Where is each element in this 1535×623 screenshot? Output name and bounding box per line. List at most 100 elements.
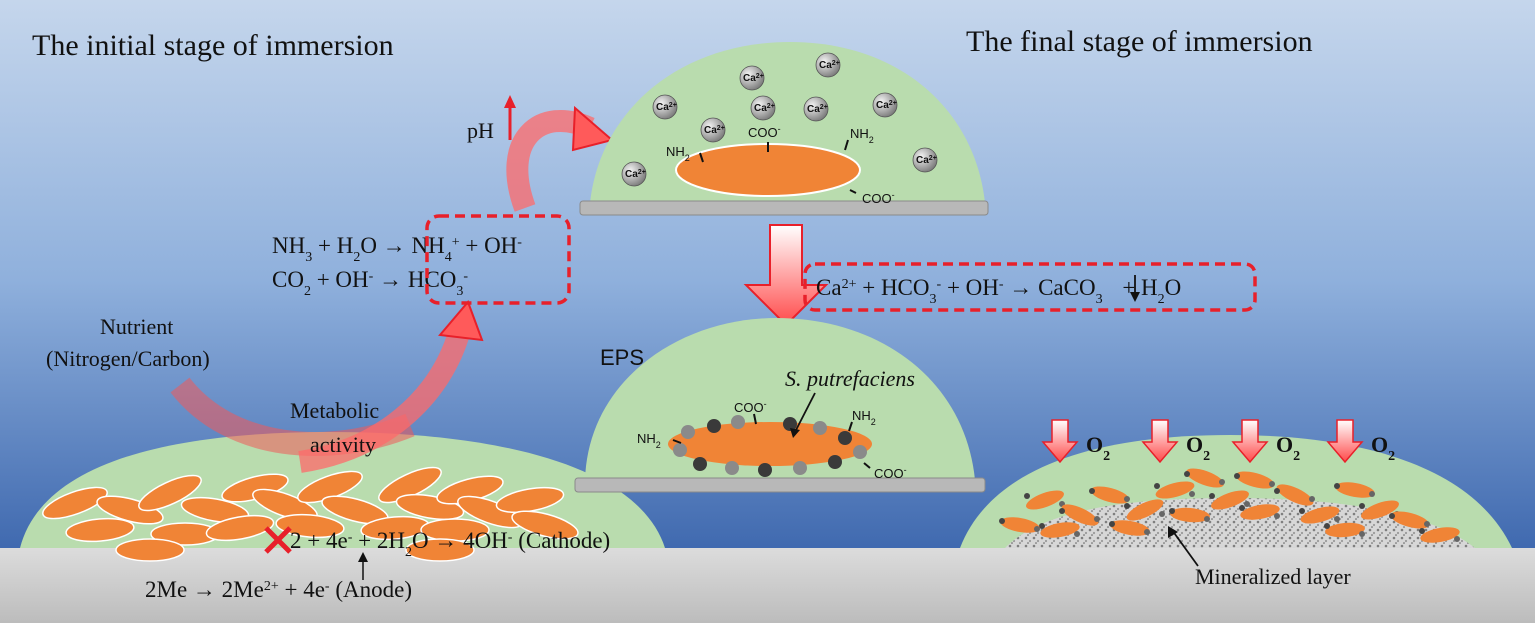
calcite-bead — [673, 443, 687, 457]
calcite-bead — [828, 455, 842, 469]
calcium-ion: Ca2+ — [803, 96, 829, 122]
precipitation-dashed-box — [803, 262, 1257, 312]
metal-substrate — [0, 548, 1535, 623]
title-final-stage: The final stage of immersion — [966, 25, 1313, 58]
oxygen-down-arrow-icon — [1326, 419, 1364, 464]
top-substrate — [579, 200, 989, 216]
carbonate-equation: CO2 + OH- → HCO3- — [272, 267, 468, 299]
bacterium-cell — [1300, 506, 1340, 524]
calcium-ion-label: Ca2+ — [625, 169, 646, 181]
calcite-bead — [1234, 473, 1240, 479]
calcite-bead — [1039, 523, 1045, 529]
calcite-bead — [1034, 526, 1040, 532]
calcite-bead — [1059, 508, 1065, 514]
metabolic-label: Metabolic — [290, 398, 379, 423]
calcite-bead — [1454, 536, 1460, 542]
calcite-bead — [731, 415, 745, 429]
ph-up-arrow-icon — [504, 95, 516, 140]
calcite-bead — [1184, 471, 1190, 477]
calcite-bead — [1094, 516, 1100, 522]
calcite-bead — [793, 461, 807, 475]
activity-label: activity — [310, 432, 376, 457]
bacterium-cell — [1000, 517, 1040, 533]
calcite-bead — [999, 518, 1005, 524]
calcite-bead — [1074, 531, 1080, 537]
calcium-ion-label: Ca2+ — [656, 102, 677, 114]
bacterium-cell — [511, 510, 579, 540]
oxygen-label: O2 — [1371, 432, 1395, 464]
bacterium-cell — [42, 486, 108, 520]
bacterium-cell — [1390, 511, 1430, 529]
nutrient-sublabel: (Nitrogen/Carbon) — [46, 346, 210, 371]
bacterium-cell — [1061, 504, 1099, 526]
calcite-bead — [725, 461, 739, 475]
bacterium-cell — [1211, 490, 1249, 510]
bacterium-cell — [1335, 482, 1375, 498]
bacterium-cell — [65, 517, 135, 543]
ph-flow-arrow-icon — [506, 105, 615, 212]
final-bacteria-cluster — [999, 468, 1460, 543]
oxygen-label: O2 — [1186, 432, 1210, 464]
nutrient-label: Nutrient — [100, 314, 173, 339]
calcite-beads — [673, 415, 867, 477]
bacterium-cell — [1325, 522, 1365, 538]
calcium-ion-label: Ca2+ — [807, 104, 828, 116]
calcium-ions: Ca2+Ca2+Ca2+Ca2+Ca2+Ca2+Ca2+Ca2+Ca2+ — [621, 52, 938, 187]
calcite-bead — [1334, 483, 1340, 489]
calcium-ion-label: Ca2+ — [819, 60, 840, 72]
calcite-bead — [853, 445, 867, 459]
calcite-bead — [1369, 491, 1375, 497]
calcite-bead — [1274, 513, 1280, 519]
calcium-ion: Ca2+ — [739, 65, 765, 91]
nh2-group-label: NH2 — [666, 144, 690, 163]
bacterium-cell — [138, 474, 202, 512]
calcite-bead — [1309, 496, 1315, 502]
anode-equation: 2Me → 2Me2+ + 4e- (Anode) — [145, 577, 412, 602]
calcite-bead — [838, 431, 852, 445]
bacterium-cell — [1186, 468, 1224, 488]
calcium-ion-label: Ca2+ — [754, 103, 775, 115]
middle-substrate — [574, 477, 986, 493]
calcium-ion: Ca2+ — [652, 94, 678, 120]
middle-biofilm: EPS S. putrefaciens NH2 COO- NH2 COO- — [574, 318, 986, 493]
middle-functional-groups: NH2 COO- NH2 COO- — [637, 399, 907, 481]
calcite-bead — [1239, 505, 1245, 511]
calcite-bead — [1244, 501, 1250, 507]
bacterium-cell — [1276, 484, 1314, 506]
initial-biofilm — [20, 432, 665, 562]
calcite-bead — [693, 457, 707, 471]
calcite-bead — [1359, 531, 1365, 537]
metabolic-flow-arrow-icon — [298, 300, 484, 473]
calcite-bead — [1169, 508, 1175, 514]
nh2-group-label: NH2 — [850, 126, 874, 145]
calcite-bead — [1204, 516, 1210, 522]
ph-label: pH — [467, 118, 494, 143]
calcite-bead — [1324, 523, 1330, 529]
calcite-bead — [1089, 488, 1095, 494]
bacterium-cell — [1126, 499, 1164, 521]
calcite-bead — [1274, 488, 1280, 494]
oxygen-down-arrow-icon — [1041, 419, 1079, 464]
calcite-bead — [1269, 481, 1275, 487]
calcite-bead — [707, 419, 721, 433]
bacterium-cell — [205, 514, 275, 542]
products-dashed-box — [425, 214, 571, 305]
bacterium-cell — [1361, 500, 1399, 520]
calcium-ion: Ca2+ — [700, 117, 726, 143]
mineralized-layer-label: Mineralized layer — [1195, 564, 1351, 589]
bacterium-cell — [1110, 520, 1150, 536]
calcium-ion-label: Ca2+ — [743, 73, 764, 85]
electron-up-arrow-icon — [358, 552, 368, 580]
calcite-bead — [1144, 529, 1150, 535]
bacterium-cell — [275, 513, 345, 539]
top-functional-groups: NH2 COO- NH2 COO- — [666, 124, 895, 206]
bacterium-cell — [1420, 527, 1460, 543]
oxygen-label: O2 — [1086, 432, 1110, 464]
coo-group-label: COO- — [748, 124, 781, 140]
calcite-bead — [1109, 521, 1115, 527]
calcite-bead — [783, 417, 797, 431]
bacterium-cell — [405, 538, 475, 562]
calcite-bead — [1334, 516, 1340, 522]
